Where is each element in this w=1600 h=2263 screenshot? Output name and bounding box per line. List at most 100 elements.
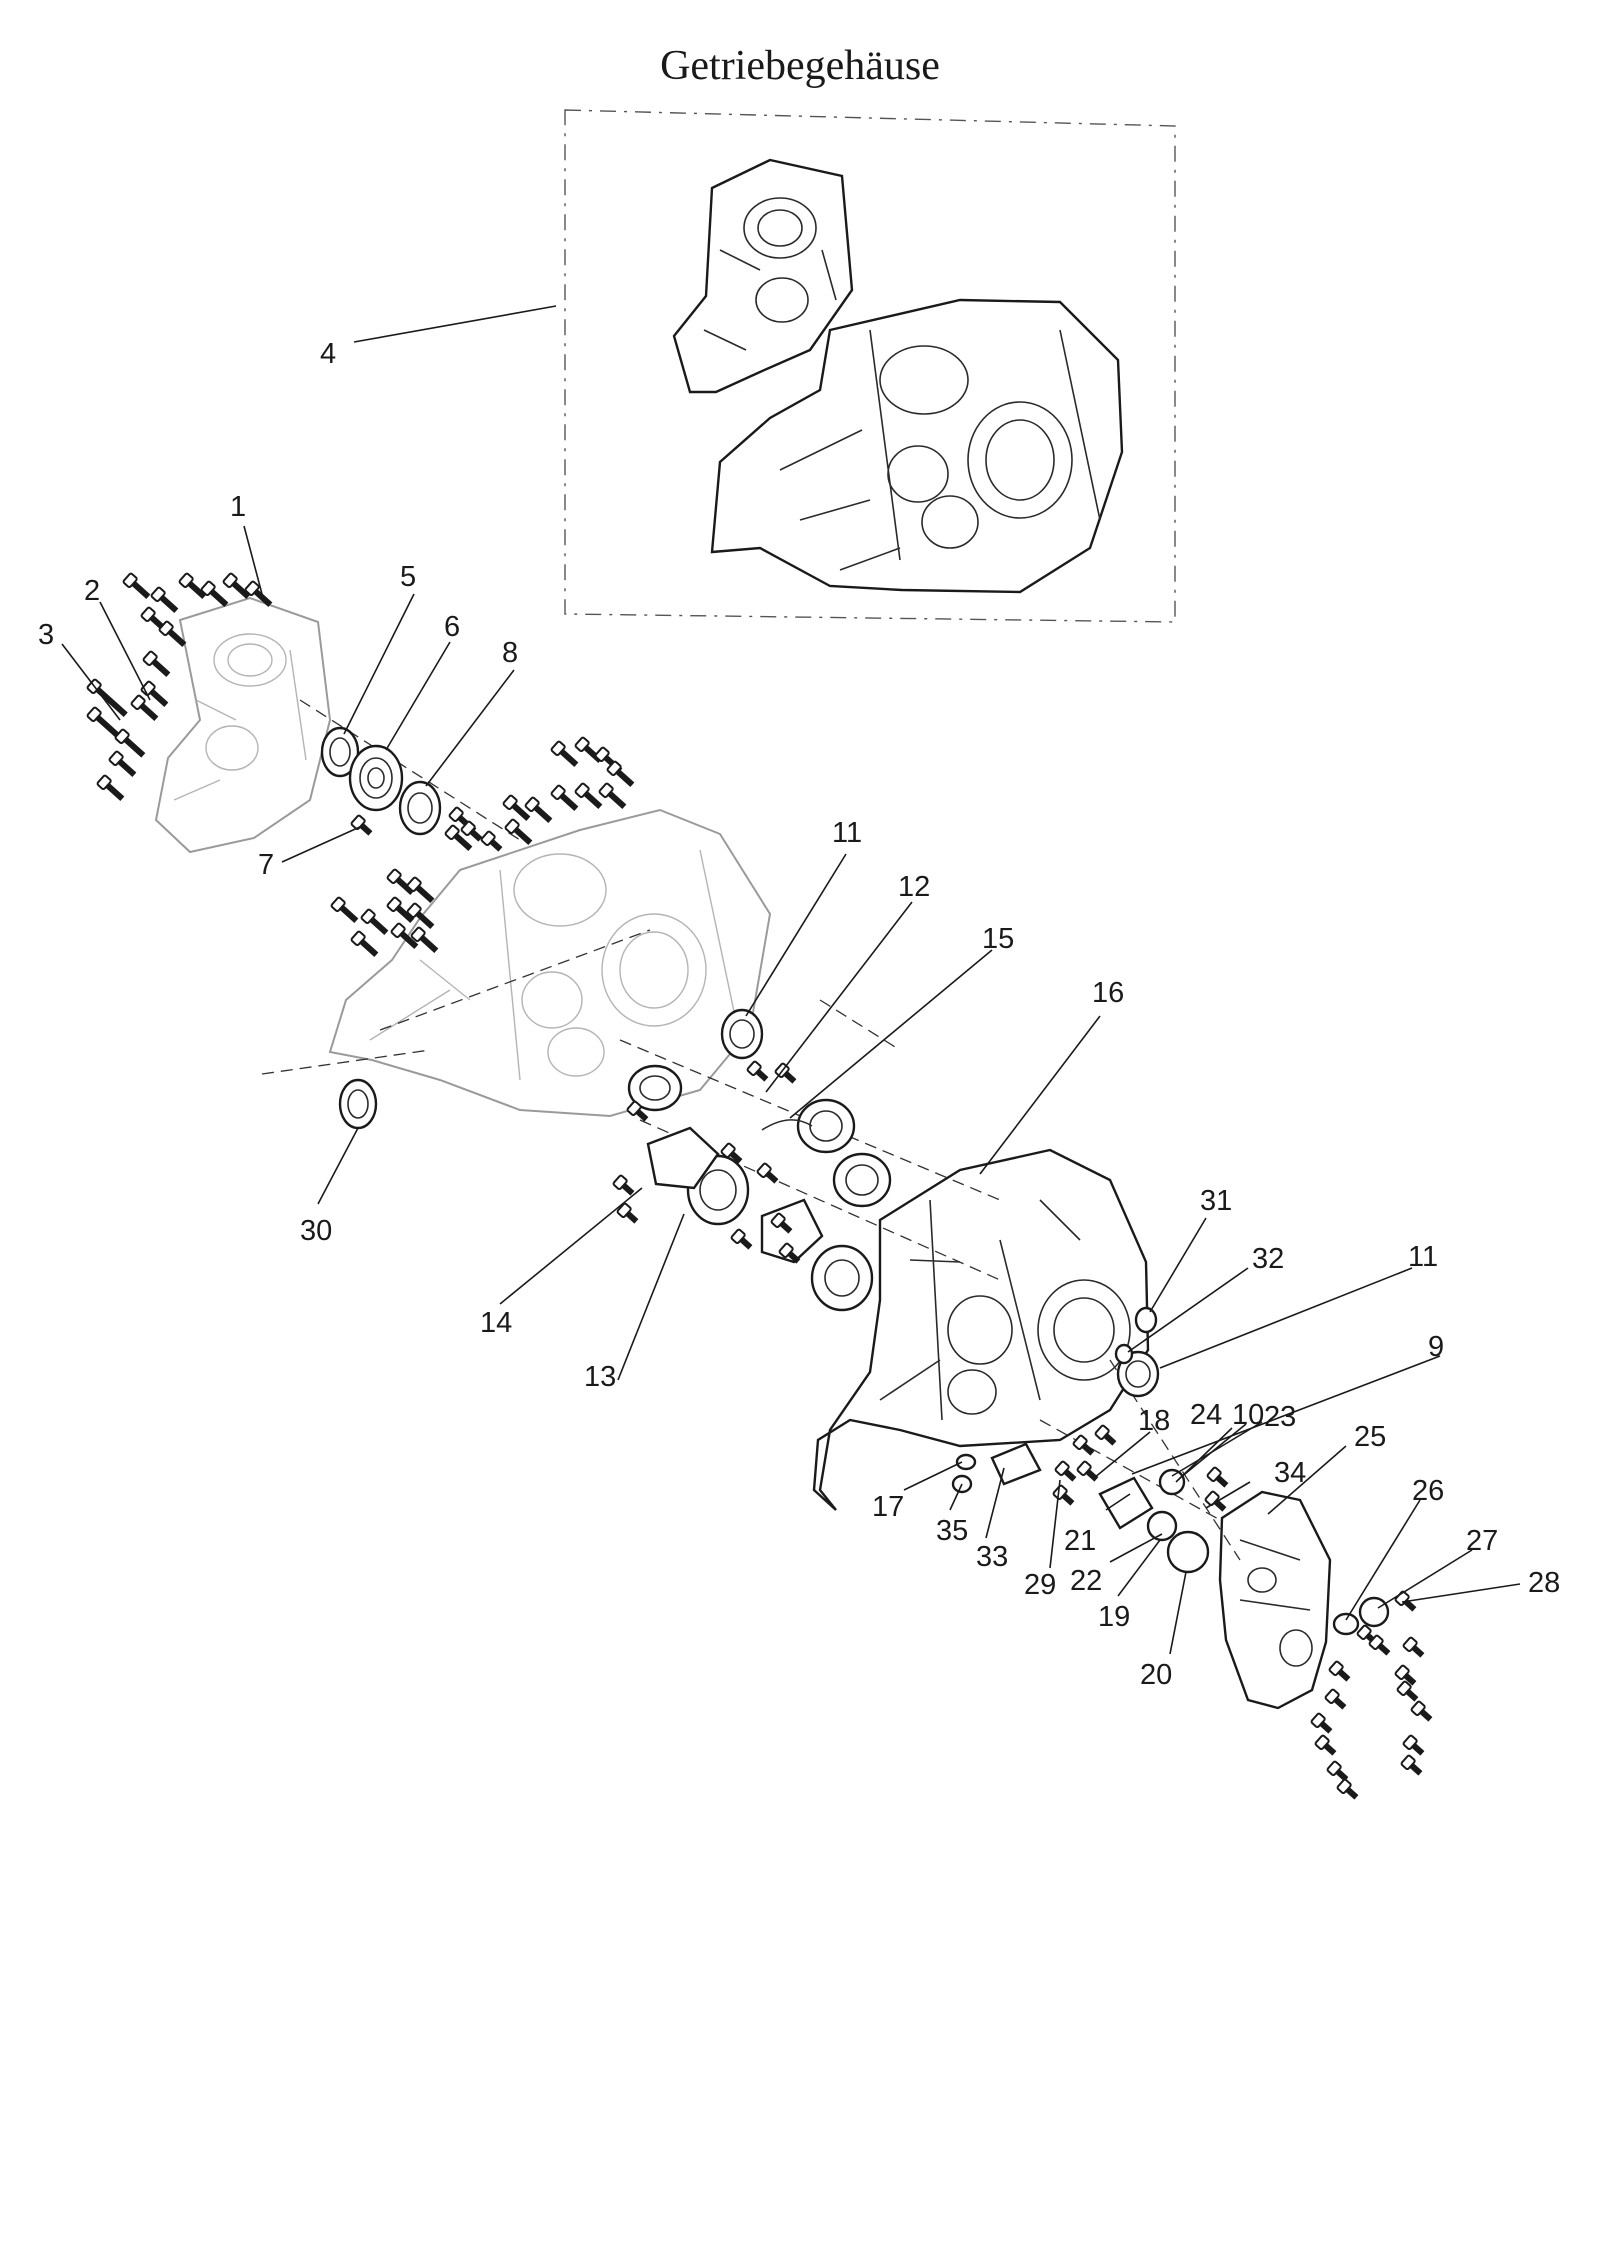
bolt xyxy=(730,1228,753,1250)
bolt xyxy=(1314,1734,1337,1756)
bearing-mid-a xyxy=(796,1098,856,1154)
ghost-main-housing xyxy=(328,808,772,1118)
callout-3: 3 xyxy=(38,619,54,651)
bolt xyxy=(406,902,435,929)
bolt xyxy=(524,796,553,823)
bolt xyxy=(244,580,273,607)
callout-35: 35 xyxy=(936,1515,968,1547)
callout-31: 31 xyxy=(1200,1185,1232,1217)
bolt xyxy=(1094,1424,1117,1446)
gasket-33 xyxy=(990,1442,1042,1486)
bolt xyxy=(200,580,229,607)
inset-small-housing xyxy=(672,158,854,394)
bolt xyxy=(1326,1760,1349,1782)
seal-30 xyxy=(338,1078,378,1130)
bearing-mid-c xyxy=(810,1244,874,1312)
callout-19: 19 xyxy=(1098,1601,1130,1633)
bolt xyxy=(778,1242,801,1264)
cover-plate-14 xyxy=(646,1126,720,1190)
housing-set-inset xyxy=(564,109,1176,623)
callout-30: 30 xyxy=(300,1215,332,1247)
plug-31 xyxy=(1134,1306,1158,1334)
cap-22 xyxy=(1146,1510,1178,1542)
bolt xyxy=(502,794,531,821)
ring-17 xyxy=(955,1453,977,1471)
bolt xyxy=(1394,1664,1417,1686)
bolt xyxy=(1072,1434,1095,1456)
bolt xyxy=(350,814,373,836)
bolt xyxy=(96,774,125,801)
bolt xyxy=(130,694,159,721)
bolt xyxy=(1336,1778,1359,1800)
callout-16: 16 xyxy=(1092,977,1124,1009)
flange-21 xyxy=(1098,1476,1154,1530)
callout-14: 14 xyxy=(480,1307,512,1339)
callout-26: 26 xyxy=(1412,1475,1444,1507)
callout-6: 6 xyxy=(444,611,460,643)
callout-21: 21 xyxy=(1064,1525,1096,1557)
bolt xyxy=(1402,1636,1425,1658)
callout-13: 13 xyxy=(584,1361,616,1393)
callout-7: 7 xyxy=(258,849,274,881)
rear-cover-25 xyxy=(1218,1490,1332,1710)
bolts xyxy=(86,572,1433,1800)
bolt xyxy=(480,830,503,852)
callout-17: 17 xyxy=(872,1491,904,1523)
callout-12: 12 xyxy=(898,871,930,903)
bolt xyxy=(1054,1460,1077,1482)
callout-23: 23 xyxy=(1264,1401,1296,1433)
bolt xyxy=(1076,1460,1099,1482)
bolt xyxy=(410,926,439,953)
callout-28: 28 xyxy=(1528,1567,1560,1599)
bolt xyxy=(178,572,207,599)
callout-18: 18 xyxy=(1138,1405,1170,1437)
bolt xyxy=(158,620,187,647)
bolt xyxy=(350,930,379,957)
bolt xyxy=(770,1212,793,1234)
callout-22: 22 xyxy=(1070,1565,1102,1597)
bolt xyxy=(1310,1712,1333,1734)
bearing-mid-b xyxy=(832,1152,892,1208)
callout-2: 2 xyxy=(84,575,100,607)
ring-32 xyxy=(1114,1343,1134,1365)
callout-4: 4 xyxy=(320,338,336,370)
bolt xyxy=(386,896,415,923)
bolt xyxy=(626,1100,649,1122)
ghost-front-cover xyxy=(154,596,332,854)
circlip-15 xyxy=(761,1119,813,1131)
callout-33: 33 xyxy=(976,1541,1008,1573)
callout-9: 9 xyxy=(1428,1331,1444,1363)
bolt xyxy=(1394,1590,1417,1612)
callout-27: 27 xyxy=(1466,1525,1498,1557)
bolt xyxy=(756,1162,779,1184)
callout-8: 8 xyxy=(502,637,518,669)
bolt xyxy=(330,896,359,923)
bearing-left-a xyxy=(627,1064,683,1112)
bolt xyxy=(550,740,579,767)
bolt xyxy=(550,784,579,811)
bolt xyxy=(142,650,171,677)
callout-15: 15 xyxy=(982,923,1014,955)
bolt xyxy=(86,706,121,739)
plug-27 xyxy=(1358,1596,1390,1628)
bearing-8 xyxy=(398,780,442,836)
bolt xyxy=(598,782,627,809)
bolt xyxy=(616,1202,639,1224)
bolt xyxy=(406,876,435,903)
callout-25: 25 xyxy=(1354,1421,1386,1453)
main-housing-16 xyxy=(812,1148,1150,1511)
bolt xyxy=(386,868,415,895)
bolt xyxy=(1410,1700,1433,1722)
bolt xyxy=(114,728,146,758)
bearings xyxy=(320,726,1390,1636)
bolt xyxy=(122,572,151,599)
bolt xyxy=(1368,1634,1391,1656)
callout-11-lower: 11 xyxy=(1408,1241,1438,1273)
oring-20 xyxy=(1166,1530,1210,1574)
bolt xyxy=(150,586,179,613)
bolt xyxy=(574,782,603,809)
callout-1: 1 xyxy=(230,491,246,523)
callout-32: 32 xyxy=(1252,1243,1284,1275)
bolt xyxy=(360,908,389,935)
